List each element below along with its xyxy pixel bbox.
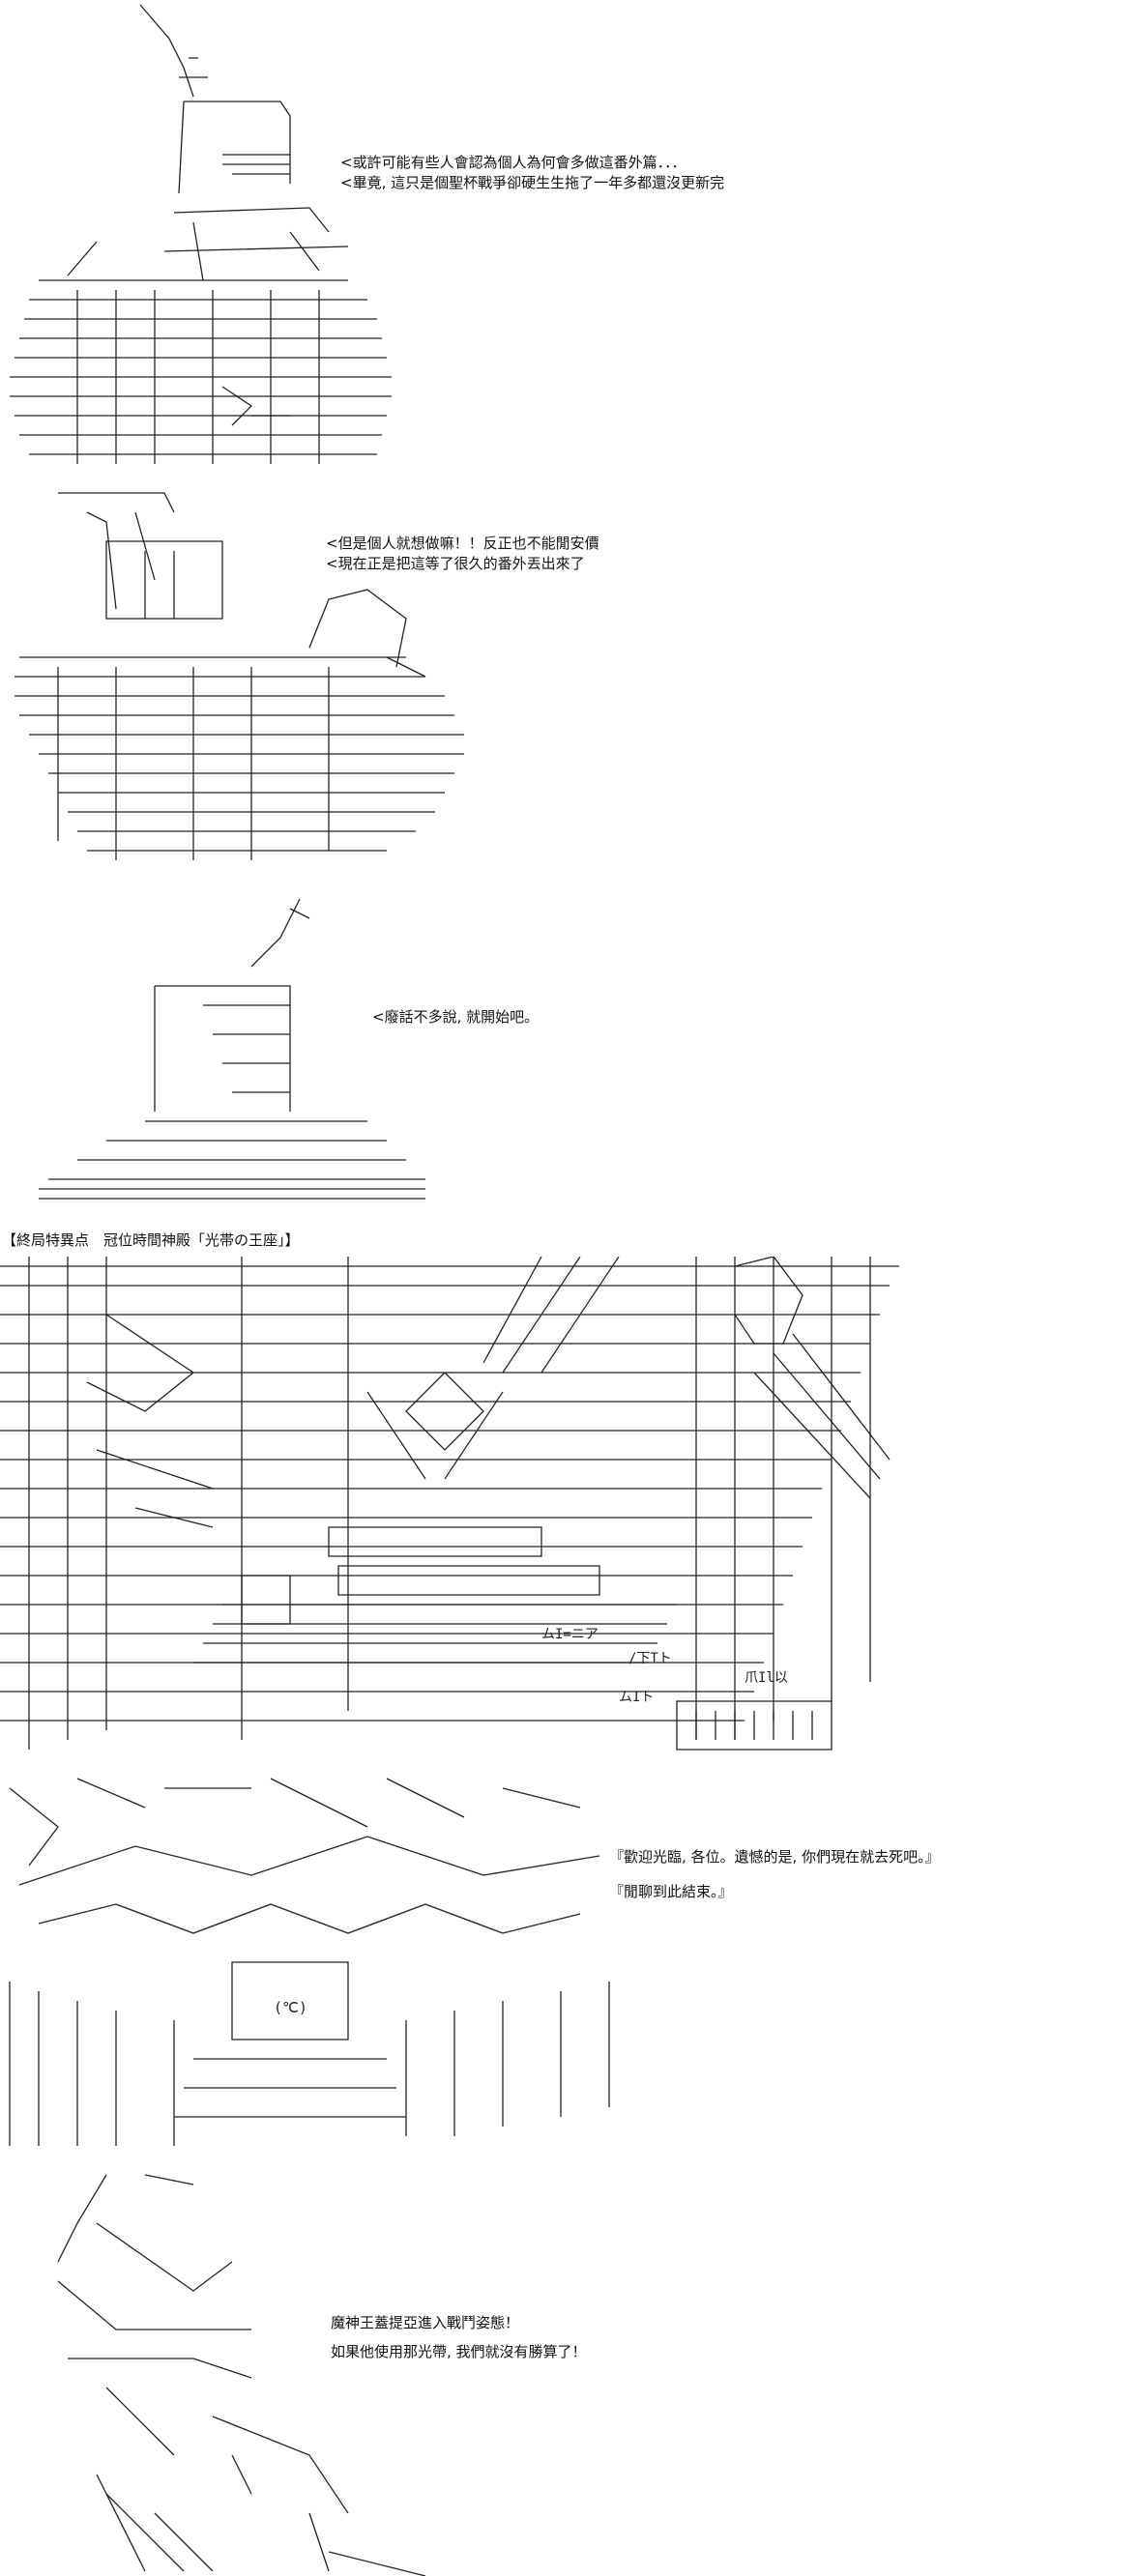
art-text: 爪Il以 (745, 1670, 788, 1686)
dialogue-block-5: 『歡迎光臨, 各位。遺憾的是, 你們現在就去死吧。』 『閒聊到此結束。』 (609, 1847, 940, 1902)
ascii-art-figure-6 (57, 2174, 426, 2576)
dialogue-block-1: <或許可能有些人會認為個人為何會多做這番外篇．．． <畢竟, 這只是個聖杯戰爭卻… (340, 153, 724, 193)
dialogue-line: <現在正是把這等了很久的番外丟出來了 (326, 555, 585, 572)
dialogue-line: 『閒聊到此結束。』 (609, 1883, 733, 1900)
dialogue-block-6: 魔神王蓋提亞進入戰鬥姿態！ 如果他使用那光帶, 我們就沒有勝算了！ (331, 2313, 587, 2362)
dialogue-line: <但是個人就想做嘛！！反正也不能閒安價 (326, 535, 599, 552)
dialogue-spacer (609, 1867, 940, 1882)
dialogue-line: 魔神王蓋提亞進入戰鬥姿態！ (331, 2314, 520, 2331)
panel-3: <廢話不多說, 就開始吧。 (0, 880, 1139, 1208)
dialogue-spacer (331, 2333, 587, 2342)
ascii-art-demon-king: (℃) (9, 1778, 610, 2146)
panel-5: (℃) 『歡迎光臨, 各位。遺憾的是, 你們現在就去死吧。』 『閒聊到此結束。』 (0, 1769, 1139, 2156)
dialogue-block-2: <但是個人就想做嘛！！反正也不能閒安價 <現在正是把這等了很久的番外丟出來了 (326, 534, 599, 574)
dialogue-line: 如果他使用那光帶, 我們就沒有勝算了！ (331, 2343, 587, 2360)
panel-6: 魔神王蓋提亞進入戰鬥姿態！ 如果他使用那光帶, 我們就沒有勝算了！ (0, 2165, 1139, 2576)
ascii-art-figure-3 (39, 898, 425, 1200)
ascii-art-figure-2 (15, 492, 464, 860)
panel-2: <但是個人就想做嘛！！反正也不能閒安價 <現在正是把這等了很久的番外丟出來了 (0, 483, 1139, 880)
art-text: /下Tト (628, 1651, 672, 1666)
art-text: ムIト (619, 1690, 654, 1705)
dialogue-line: 『歡迎光臨, 各位。遺憾的是, 你們現在就去死吧。』 (609, 1848, 940, 1866)
panel-4: 【終局特異点 冠位時間神殿「光帯の王座」】 ムI=ニア /下Tト 爪Il以 ムI… (0, 1218, 1139, 1759)
dialogue-line: <畢竟, 這只是個聖杯戰爭卻硬生生拖了一年多都還沒更新完 (340, 174, 725, 191)
art-text: (℃) (274, 1999, 307, 2016)
art-text: ムI=ニア (541, 1627, 599, 1642)
scene-caption: 【終局特異点 冠位時間神殿「光帯の王座」】 (2, 1231, 300, 1249)
dialogue-block-3: <廢話不多說, 就開始吧。 (372, 1007, 539, 1028)
ascii-art-throne-scene: ムI=ニア /下Tト 爪Il以 ムIト (0, 1257, 899, 1751)
dialogue-line: <或許可能有些人會認為個人為何會多做這番外篇．．． (340, 154, 686, 171)
ascii-art-figure-1 (10, 4, 392, 464)
dialogue-line: <廢話不多說, 就開始吧。 (372, 1008, 540, 1026)
panel-1: <或許可能有些人會認為個人為何會多做這番外篇．．． <畢竟, 這只是個聖杯戰爭卻… (0, 0, 1139, 483)
